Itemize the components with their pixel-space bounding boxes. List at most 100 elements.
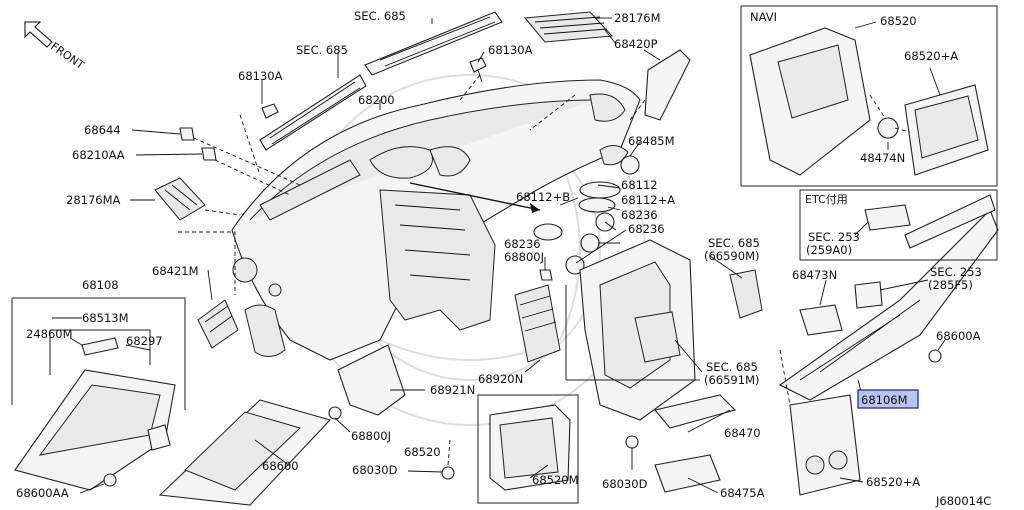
module-68473N	[799, 304, 843, 336]
label-68112: 68112	[621, 178, 658, 192]
assembly-dashed-lines	[178, 74, 911, 466]
label-68210AA: 68210AA	[72, 148, 125, 162]
label-68485M: 68485M	[628, 134, 675, 148]
bracket-center-stack	[565, 285, 700, 381]
label-68130A-right: 68130A	[488, 43, 533, 57]
label-68106M: 68106M	[861, 393, 908, 407]
label-66591M: (66591M)	[704, 373, 759, 387]
pocket-68475A	[654, 454, 721, 493]
label-68297: 68297	[126, 334, 163, 348]
label-68200: 68200	[358, 93, 395, 107]
label-68600: 68600	[262, 459, 299, 473]
navi-box: NAVI	[740, 5, 998, 187]
label-68030D-right: 68030D	[602, 477, 648, 491]
lock-68297	[147, 424, 171, 451]
label-68600A: 68600A	[936, 329, 981, 343]
trim-68420P	[644, 49, 691, 121]
label-28176MA: 28176MA	[66, 193, 121, 207]
vent-68421M	[197, 299, 239, 349]
bracket-68108	[11, 297, 186, 410]
screw-68600A	[928, 349, 942, 363]
label-68473N: 68473N	[792, 268, 837, 282]
vent-66590M	[729, 269, 763, 319]
box-68520	[477, 394, 579, 504]
label-28176M: 28176M	[614, 11, 661, 25]
label-68112A: 68112+A	[621, 193, 675, 207]
glovebox-68600	[158, 399, 332, 506]
label-68520M: 68520M	[532, 473, 579, 487]
label-68800J-lower: 68800J	[351, 429, 391, 443]
label-etc-sec253: SEC. 253	[808, 230, 860, 244]
lid-68108	[14, 369, 176, 491]
label-68800J-upper: 68800J	[504, 250, 544, 264]
label-68420P: 68420P	[614, 37, 658, 51]
label-sec685-top: SEC. 685	[354, 9, 406, 23]
label-sec253-285F5: SEC. 253	[930, 265, 982, 279]
defroster-strip-top	[364, 11, 503, 76]
label-68030D-left: 68030D	[352, 463, 398, 477]
arrowhead-icon	[530, 203, 540, 213]
speaker-grille-28176MA	[154, 177, 206, 221]
etc-box: ETC付用	[799, 189, 998, 261]
screw-68800J-lower	[328, 406, 342, 420]
screw-68800J-upper	[539, 269, 553, 281]
label-68470: 68470	[724, 426, 761, 440]
label-navi-68520A: 68520+A	[904, 49, 958, 63]
label-68421M: 68421M	[152, 264, 199, 278]
pointer-arrow	[409, 182, 541, 211]
label-68236-1: 68236	[621, 208, 658, 222]
panel-68920N	[514, 284, 561, 363]
label-68130A-left: 68130A	[238, 69, 283, 83]
label-285F5: (285F5)	[928, 278, 973, 292]
label-etc-259A0: (259A0)	[806, 243, 852, 257]
label-68475A: 68475A	[720, 486, 765, 500]
defroster-strip-mid	[259, 74, 367, 151]
speaker-grille-28176M	[524, 11, 614, 43]
diagram-code: J680014C	[935, 494, 991, 508]
bolt-68130A-left	[261, 103, 279, 119]
label-66590M: (66590M)	[704, 249, 759, 263]
label-48474N: 48474N	[860, 151, 905, 165]
label-68108: 68108	[82, 278, 119, 292]
label-68600AA: 68600AA	[16, 486, 69, 500]
part-labels: SEC. 685 28176M SEC. 685 68130A 68420P 6…	[16, 9, 991, 508]
screw-68210AA	[201, 147, 217, 161]
knob-68485M	[620, 155, 640, 175]
label-68921N: 68921N	[430, 383, 475, 397]
label-68644: 68644	[84, 123, 121, 137]
bracket-68513M	[49, 329, 151, 375]
bezel-68520A-lower	[789, 394, 861, 496]
label-sec685-mid: SEC. 685	[296, 43, 348, 57]
cover-68921N	[337, 344, 406, 416]
vent-66591M	[634, 311, 681, 363]
cylinder-24860M	[81, 337, 119, 356]
front-label: FRONT	[48, 40, 86, 72]
label-68513M: 68513M	[82, 311, 129, 325]
label-24860M: 24860M	[26, 327, 73, 341]
label-68520-center: 68520	[404, 445, 441, 459]
lens-68112	[533, 181, 621, 241]
front-arrow-icon	[24, 21, 53, 48]
front-direction-indicator: FRONT	[24, 21, 87, 72]
screw-68600AA	[103, 473, 117, 487]
label-sec685-66590: SEC. 685	[708, 236, 760, 250]
label-68920N: 68920N	[478, 372, 523, 386]
label-68236-2: 68236	[504, 237, 541, 251]
label-68236-3: 68236	[628, 222, 665, 236]
label-68520A-lower: 68520+A	[866, 475, 920, 489]
pocket-68470	[654, 394, 737, 429]
label-sec685-66591: SEC. 685	[706, 360, 758, 374]
instrument-panel-68200	[231, 79, 641, 361]
etc-title: ETC付用	[805, 193, 848, 206]
bolt-68130A-right	[469, 57, 487, 83]
highlight-68106M[interactable]: 68106M	[857, 389, 919, 409]
label-68112B: 68112+B	[516, 190, 570, 204]
switch-285F5	[854, 281, 883, 309]
screw-68030D-right	[625, 435, 639, 449]
clip-68644	[179, 127, 195, 141]
screw-68030D-left	[441, 466, 455, 480]
label-navi-68520: 68520	[880, 14, 917, 28]
leader-lines	[52, 17, 946, 494]
trim-68106M	[778, 209, 999, 401]
